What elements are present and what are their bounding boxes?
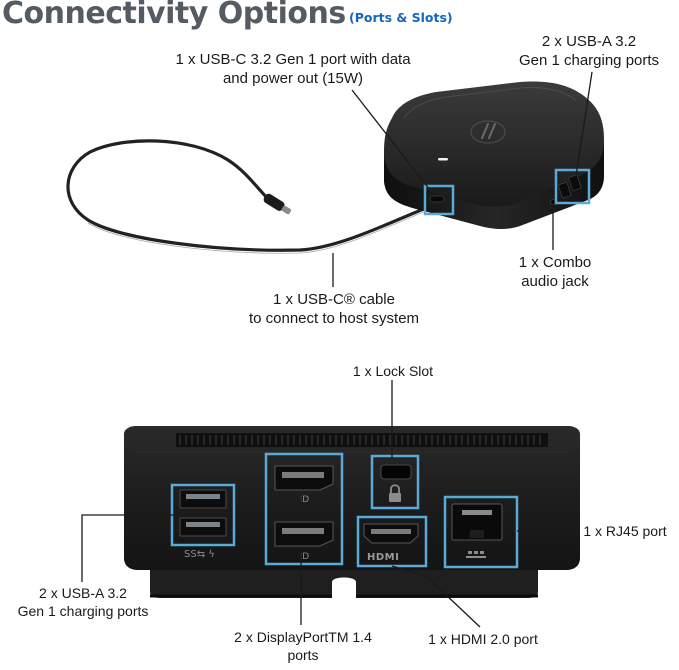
padlock-icon <box>389 484 401 502</box>
displayport-label-line1: 2 x DisplayPortTM 1.4 <box>234 629 372 645</box>
cable-label: 1 x USB-C® cable to connect to host syst… <box>222 290 446 328</box>
usb-c-port-highlight <box>423 184 455 216</box>
usb-a-side-label: 2 x USB-A 3.2 Gen 1 charging ports <box>498 32 679 70</box>
displayport-label-line2: ports <box>287 647 319 663</box>
lock-slot-label: 1 x Lock Slot <box>340 362 446 380</box>
hdmi-mark: HDMI <box>367 552 399 563</box>
usb-ss-mark: SS⇆ ϟ <box>184 549 215 560</box>
network-icon <box>466 551 486 558</box>
usb-a-rear-label-line1: 2 x USB-A 3.2 <box>39 585 127 601</box>
hp-logo-icon <box>470 120 506 144</box>
rj45-label: 1 x RJ45 port <box>573 522 677 540</box>
displayport-highlight <box>264 452 344 566</box>
audio-jack-label: 1 x Combo audio jack <box>500 253 610 291</box>
rj45-port <box>451 503 503 558</box>
cable-label-line2: to connect to host system <box>248 310 420 327</box>
rj45-highlight <box>443 495 519 569</box>
svg-text:⫶D: ⫶D <box>300 494 309 505</box>
dock-rear-view: ⫶D ⫶D <box>124 426 580 598</box>
lock-slot-highlight <box>370 454 420 510</box>
status-light <box>438 158 448 161</box>
usb-a-rear-label-line2: Gen 1 charging ports <box>17 603 149 619</box>
audio-jack-label-line1: 1 x Combo <box>518 254 592 271</box>
usb-c-port-label-line1: 1 x USB-C 3.2 Gen 1 port with data <box>175 51 411 68</box>
hdmi-port <box>363 523 419 544</box>
usb-a-side-label-line2: Gen 1 charging ports <box>518 52 660 69</box>
usb-c-port-label: 1 x USB-C 3.2 Gen 1 port with data and p… <box>148 50 438 88</box>
rear-usb-a-ports <box>179 489 227 537</box>
usb-c-cable <box>66 139 438 254</box>
rj45-label-line1: 1 x RJ45 port <box>583 523 667 539</box>
audio-jack-label-line2: audio jack <box>521 273 589 290</box>
displayport-label: 2 x DisplayPortTM 1.4 ports <box>218 628 388 664</box>
usb-a-rear-label: 2 x USB-A 3.2 Gen 1 charging ports <box>8 584 158 620</box>
usb-a-side-highlight <box>554 168 591 205</box>
hdmi-label: 1 x HDMI 2.0 port <box>408 630 558 648</box>
svg-text:⫶D: ⫶D <box>300 551 309 562</box>
usb-a-side-label-line1: 2 x USB-A 3.2 <box>541 33 637 50</box>
page-title: Connectivity Options <box>2 0 346 31</box>
hdmi-label-line1: 1 x HDMI 2.0 port <box>428 631 538 647</box>
cable-label-line1: 1 x USB-C® cable <box>273 291 395 308</box>
lock-slot-label-line1: 1 x Lock Slot <box>352 363 434 379</box>
rear-displayports: ⫶D ⫶D <box>274 465 334 562</box>
usb-c-port-label-line2: and power out (15W) <box>222 70 364 87</box>
page-subtitle: (Ports & Slots) <box>349 10 453 25</box>
lock-slot <box>380 464 412 502</box>
dock-top-view <box>384 81 604 229</box>
